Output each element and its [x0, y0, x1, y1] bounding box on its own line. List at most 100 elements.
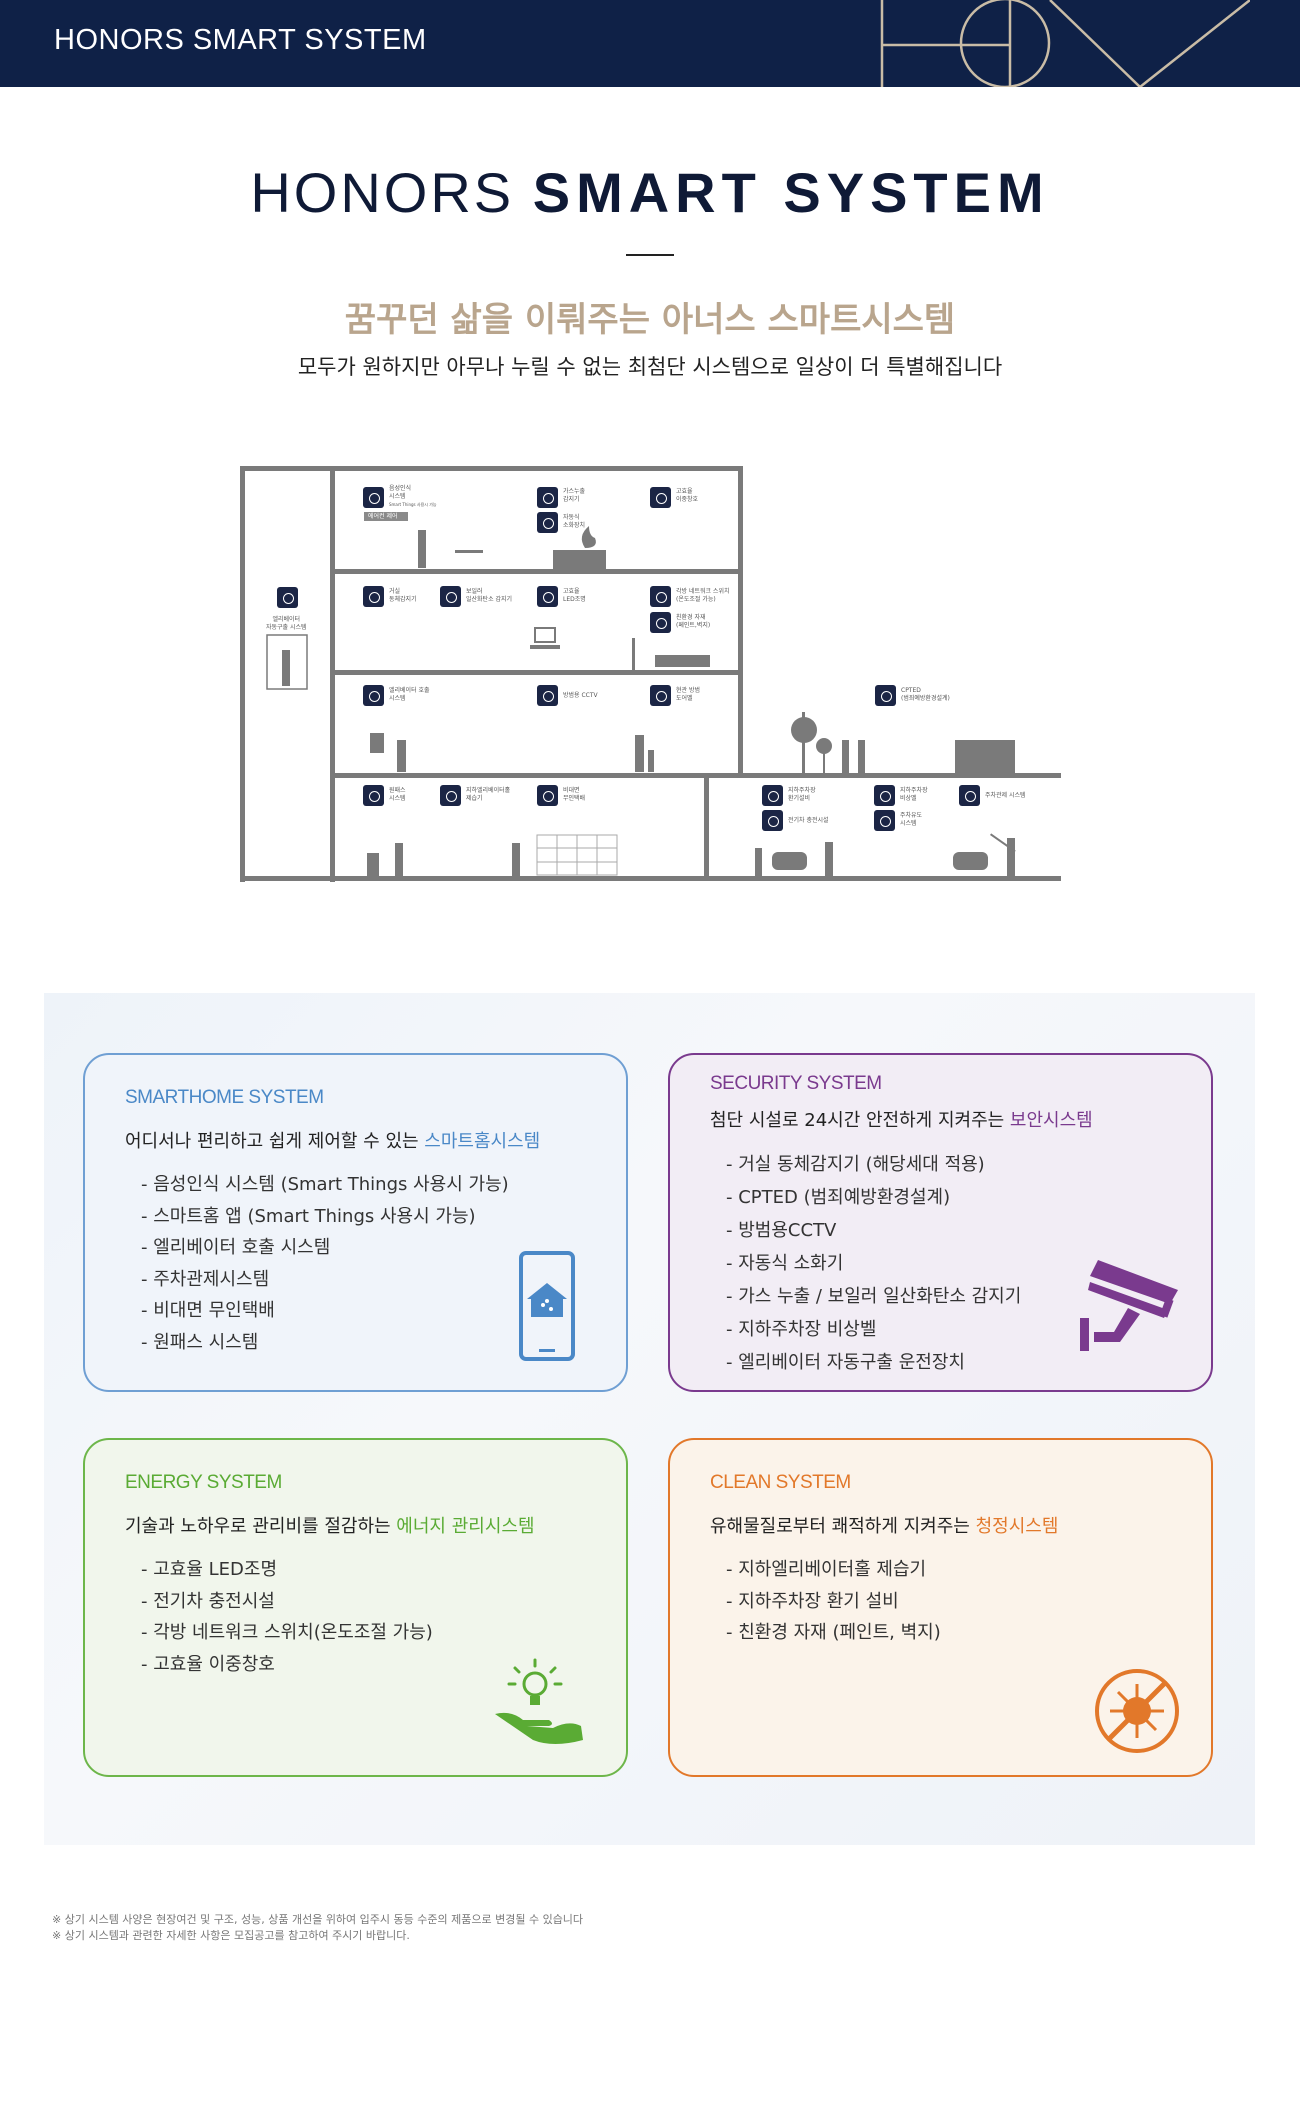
- footnote: ※ 상기 시스템과 관련한 자세한 사항은 모집공고를 참고하여 주시기 바랍니…: [52, 1929, 410, 1942]
- title-light: HONORS: [250, 161, 515, 224]
- cctv-icon: [537, 685, 558, 706]
- subtitle-highlight: 청정시스템: [975, 1516, 1059, 1537]
- list-item: - 고효율 이중창호: [141, 1653, 275, 1675]
- label-gas: 가스누출 감지기: [563, 488, 586, 503]
- clean-card: CLEAN SYSTEM 유해물질로부터 쾌적하게 지켜주는 청정시스템 - 지…: [668, 1438, 1213, 1777]
- headline: 꿈꾸던 삶을 이뤄주는 아너스 스마트시스템: [344, 300, 956, 340]
- divider: [626, 254, 674, 256]
- dehumidifier-icon: [440, 785, 461, 806]
- list-item: - 전기차 충전시설: [141, 1590, 275, 1612]
- list-item: - 비대면 무인택배: [141, 1300, 275, 1322]
- network-switch-icon: [650, 586, 671, 607]
- list-item: - CPTED (범죄예방환경설계): [726, 1187, 951, 1208]
- co-detector-icon: [440, 586, 461, 607]
- card-subtitle: 첨단 시설로 24시간 안전하게 지켜주는 보안시스템: [710, 1106, 1093, 1132]
- label-bell: 지하주차장 비상벨: [900, 787, 928, 802]
- label-eco: 친환경 자재 (페인트,벽지): [676, 614, 711, 629]
- subheadline: 모두가 원하지만 아무나 누릴 수 없는 최첨단 시스템으로 일상이 더 특별해…: [297, 355, 1003, 379]
- list-item: - 엘리베이터 호출 시스템: [141, 1237, 331, 1259]
- elevator-call-icon: [363, 685, 384, 706]
- label-fire: 자동식 소화장치: [563, 514, 586, 529]
- header-title: HONORS SMART SYSTEM: [54, 24, 427, 56]
- list-item: - 자동식 소화기: [726, 1253, 844, 1274]
- label-voice-note: Smart Things 사용시 가능: [389, 502, 437, 507]
- subtitle-text: 첨단 시설로 24시간 안전하게 지켜주는: [710, 1110, 1010, 1131]
- list-item: - 거실 동체감지기 (해당세대 적용): [726, 1154, 985, 1175]
- building-outline: [240, 466, 1061, 882]
- ev-charger-icon: [762, 810, 783, 831]
- voice-recognition-icon: [363, 487, 384, 508]
- label-co: 보일러 일산화탄소 감지기: [466, 588, 513, 603]
- feature-list: - 지하엘리베이터홀 제습기 - 지하주차장 환기 설비 - 친환경 자재 (페…: [726, 1554, 941, 1649]
- led-light-icon: [537, 586, 558, 607]
- motion-sensor-icon: [363, 586, 384, 607]
- security-card: SECURITY SYSTEM 첨단 시설로 24시간 안전하게 지켜주는 보안…: [668, 1053, 1213, 1392]
- title-bold: SMART SYSTEM: [532, 161, 1050, 224]
- header-bar: HONORS SMART SYSTEM: [0, 0, 1300, 87]
- subtitle-text: 기술과 노하우로 관리비를 절감하는: [125, 1516, 397, 1537]
- list-item: - 원패스 시스템: [141, 1331, 259, 1353]
- energy-card: ENERGY SYSTEM 기술과 노하우로 관리비를 절감하는 에너지 관리시…: [83, 1438, 628, 1777]
- smartphone-home-icon: [519, 1251, 575, 1361]
- label-delivery: 비대면 무인택배: [563, 787, 586, 802]
- card-title: SMARTHOME SYSTEM: [125, 1087, 324, 1108]
- eco-material-icon: [650, 612, 671, 633]
- label-cpted: CPTED (범죄예방환경설계): [901, 687, 950, 702]
- footnote: ※ 상기 시스템 사양은 현장여건 및 구조, 성능, 상품 개선을 위하여 입…: [52, 1913, 584, 1926]
- page-title: HONORS SMART SYSTEM: [0, 160, 1300, 225]
- list-item: - 지하주차장 비상벨: [726, 1319, 877, 1340]
- label-voice: 음성인식 시스템: [389, 485, 412, 500]
- feature-list: - 음성인식 시스템 (Smart Things 사용시 가능) - 스마트홈 …: [141, 1169, 509, 1359]
- subtitle-highlight: 에너지 관리시스템: [396, 1516, 535, 1537]
- gas-detector-icon: [537, 487, 558, 508]
- list-item: - 가스 누출 / 보일러 일산화탄소 감지기: [726, 1286, 1022, 1307]
- delivery-box-icon: [537, 785, 558, 806]
- list-item: - 주차관제시스템: [141, 1268, 270, 1290]
- honors-logo-icon: [880, 0, 1250, 87]
- smarthome-card: SMARTHOME SYSTEM 어디서나 편리하고 쉽게 제어할 수 있는 스…: [83, 1053, 628, 1392]
- card-title: CLEAN SYSTEM: [710, 1472, 851, 1493]
- list-item: - 지하엘리베이터홀 제습기: [726, 1559, 927, 1580]
- label-dehum: 지하엘리베이터홀 제습기: [466, 787, 511, 802]
- parking-control-icon: [959, 785, 980, 806]
- list-item: - 고효율 LED조명: [141, 1559, 277, 1580]
- subtitle-text: 어디서나 편리하고 쉽게 제어할 수 있는: [125, 1131, 425, 1152]
- window-icon: [650, 487, 671, 508]
- ventilation-icon: [762, 785, 783, 806]
- no-germs-icon: [1095, 1669, 1179, 1753]
- list-item: - 지하주차장 환기 설비: [726, 1590, 899, 1612]
- onepass-icon: [363, 785, 384, 806]
- label-ev: 전기차 충전시설: [788, 817, 829, 824]
- list-item: - 엘리베이터 자동구출 운전장치: [726, 1352, 965, 1373]
- label-guide: 주차유도 시스템: [900, 812, 923, 827]
- list-item: - 스마트홈 앱 (Smart Things 사용시 가능): [141, 1205, 476, 1227]
- label-doorbell: 현관 방범 도어벨: [676, 687, 700, 702]
- list-item: - 방범용CCTV: [726, 1220, 837, 1241]
- label-onepass: 원패스 시스템: [389, 787, 406, 802]
- label-cctv: 방범용 CCTV: [563, 692, 598, 699]
- card-subtitle: 유해물질로부터 쾌적하게 지켜주는 청정시스템: [710, 1512, 1058, 1538]
- parking-guide-icon: [874, 810, 895, 831]
- label-elev-rescue: 엘리베이터 자동구출 시스템: [266, 616, 307, 631]
- label-motion: 거실 동체감지기: [389, 588, 417, 603]
- doorbell-icon: [650, 685, 671, 706]
- card-subtitle: 기술과 노하우로 관리비를 절감하는 에너지 관리시스템: [125, 1512, 535, 1538]
- label-aircon: 에어컨 제어: [368, 513, 398, 520]
- list-item: - 음성인식 시스템 (Smart Things 사용시 가능): [141, 1174, 509, 1195]
- subtitle-text: 유해물질로부터 쾌적하게 지켜주는: [710, 1516, 976, 1537]
- label-window: 고효율 이중창호: [676, 488, 699, 503]
- cpted-camera-icon: [875, 685, 896, 706]
- footnotes: ※ 상기 시스템 사양은 현장여건 및 구조, 성능, 상품 개선을 위하여 입…: [52, 1912, 583, 1944]
- label-switch: 각방 네트워크 스위치 (온도조절 가능): [676, 588, 730, 603]
- lightbulb-hand-icon: [495, 1658, 583, 1744]
- card-subtitle: 어디서나 편리하고 쉽게 제어할 수 있는 스마트홈시스템: [125, 1127, 540, 1153]
- feature-list: - 거실 동체감지기 (해당세대 적용) - CPTED (범죄예방환경설계) …: [726, 1148, 1021, 1379]
- emergency-bell-icon: [874, 785, 895, 806]
- card-title: ENERGY SYSTEM: [125, 1472, 282, 1493]
- fire-extinguisher-icon: [537, 512, 558, 533]
- cctv-camera-icon: [1080, 1260, 1178, 1351]
- subtitle-highlight: 스마트홈시스템: [424, 1131, 541, 1152]
- label-parking: 주차관제 시스템: [985, 792, 1026, 799]
- elevator-rescue-icon: [277, 587, 298, 608]
- card-title: SECURITY SYSTEM: [710, 1073, 882, 1094]
